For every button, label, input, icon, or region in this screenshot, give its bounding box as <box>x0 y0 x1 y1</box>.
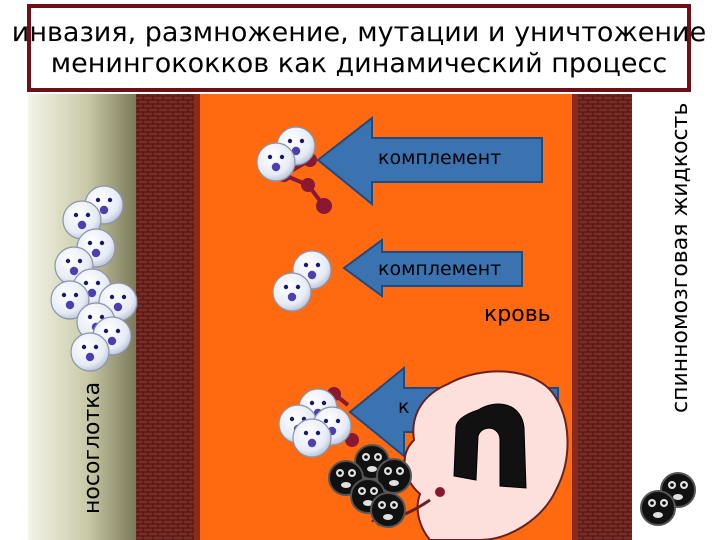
title-line-1: инвазия, размножение, мутации и уничтоже… <box>11 17 707 48</box>
complement-label-2: комплемент <box>378 258 502 280</box>
lumen-left-edge <box>194 94 200 540</box>
meningococcus-cell-icon <box>292 418 332 458</box>
csf-label: спинномозговая жидкость <box>668 102 693 413</box>
title-box: инвазия, размножение, мутации и уничтоже… <box>12 4 706 92</box>
meningococcus-cell-icon <box>256 142 296 182</box>
dead-meningococcus-icon <box>370 492 406 528</box>
title-line-2: менингококков как динамический процесс <box>50 48 668 79</box>
complement-label-1: комплемент <box>378 147 502 169</box>
nasopharynx-label: носоглотка <box>80 381 105 514</box>
csf-region <box>632 94 664 540</box>
meningococcus-cell-icon <box>272 272 312 312</box>
blood-label: кровь <box>484 302 551 327</box>
complement-label-3-partial: к <box>398 396 410 418</box>
lumen-right-edge <box>572 94 578 540</box>
csf-label-band <box>664 94 720 540</box>
meningococcus-cell-icon <box>70 332 110 372</box>
left-vessel-wall <box>136 94 194 540</box>
right-vessel-wall <box>578 94 632 540</box>
phagocyte-icon <box>371 370 569 540</box>
complement-arrow-icon <box>316 115 543 207</box>
dead-meningococcus-icon <box>640 490 676 526</box>
complement-arrow-icon <box>342 238 523 298</box>
